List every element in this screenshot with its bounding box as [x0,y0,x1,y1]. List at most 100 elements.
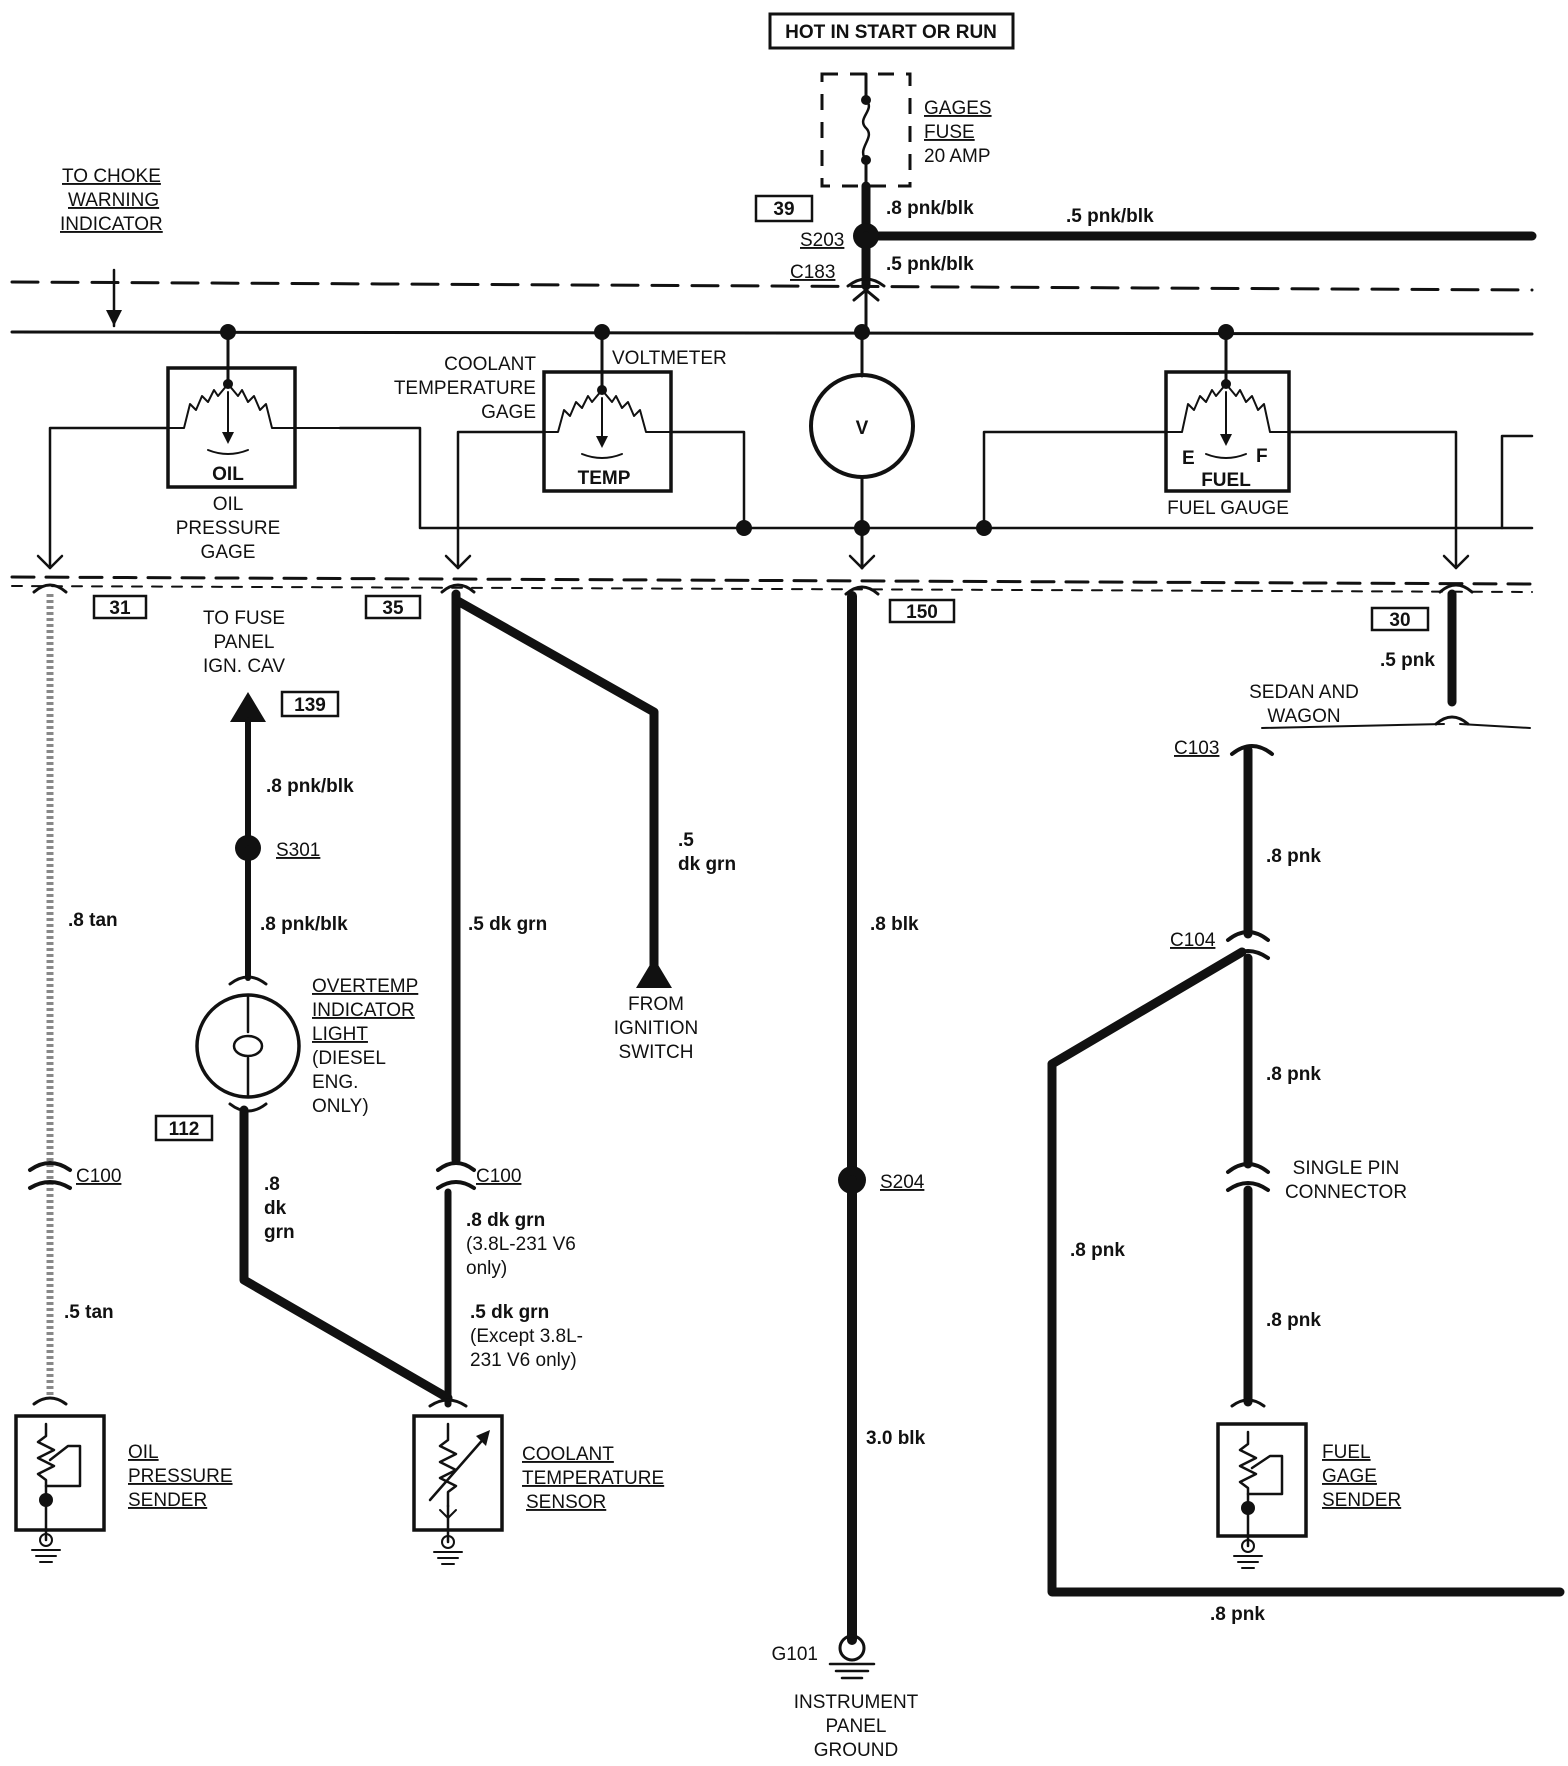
fuel-extra-wire [1500,434,1534,530]
circuit-112-label: 112 [169,1119,200,1140]
wire-dkgrn-8-label-3: grn [264,1222,295,1243]
wire-blk8-label: .8 blk [870,914,919,935]
fuse-panel-label-1: TO FUSE [203,608,285,629]
wire-blk30-label: 3.0 blk [866,1428,926,1449]
choke-arrow-head [106,310,122,326]
oil-sender-label-1: OIL [128,1442,159,1463]
overtemp-label-3: LIGHT [312,1024,368,1045]
fuel-gage-left-wire [982,430,1168,530]
coolant-gage-right-wire [669,430,746,530]
fuel-gage-scale [1205,453,1247,459]
circuit-31-box [92,594,148,620]
circuit-139-label: 139 [294,695,326,716]
fuel-gage-coil-right [1225,383,1290,433]
coolant-gage-coil-left [543,389,603,433]
wire-dkgrn-8-label-1: .8 [264,1174,280,1195]
choke-label-1: TO CHOKE [62,166,161,187]
fuel-sender-label-3: SENDER [1322,1490,1401,1511]
wire-dkgrn-38-note-2: only) [466,1258,507,1279]
ground-g101-symbol [838,1634,866,1662]
circuit-112-box [154,1114,214,1142]
splice-s301-label: S301 [276,840,320,861]
choke-label-3: INDICATOR [60,214,163,235]
wire-pnk-c104-loop [1047,947,1565,1597]
fuel-sender-label-1: FUEL [1322,1442,1371,1463]
oil-gage-coil-right [227,383,341,429]
sedan-wagon-label-1: SEDAN AND [1249,682,1359,703]
wire-dkgrn-5-label: .5 dk grn [468,914,547,935]
ground-label-3: GROUND [814,1740,898,1761]
wire-dkgrn-38-label: .8 dk grn [466,1210,545,1231]
oil-gage-needle-head [222,432,234,444]
fuel-sender-top-terminal [1230,1398,1266,1408]
wire-ign-label-2: dk grn [678,854,736,875]
coolant-sensor-resistor [438,1422,458,1508]
coolant-gage-left-wire [456,430,546,570]
coolant-sensor-ground-symbol [441,1535,455,1549]
oil-sender-label-3: SENDER [128,1490,207,1511]
oil-sender-wiper [44,1444,82,1488]
sedan-wagon-connector-symbol [1434,715,1470,726]
wire-pnk-c103-label: .8 pnk [1266,846,1321,867]
coolant-gage-needle-head [596,436,608,448]
hot-in-start-or-run-label: HOT IN START OR RUN [785,22,997,43]
fuel-gage-needle-head [1220,434,1232,446]
wire-s301-bottom-label: .8 pnk/blk [260,914,348,935]
connector-30-arrow [1442,554,1470,570]
wire-pnk-left-label: .8 pnk [1070,1240,1125,1261]
fuel-gage-full-label: F [1256,446,1268,467]
coolant-sensor-variable-arrow [428,1434,488,1502]
coolant-temperature-sensor-box [412,1414,504,1532]
ignition-switch-arrow [636,958,672,988]
overtemp-label-6: ONLY) [312,1096,369,1117]
coolant-sensor-label-2: TEMPERATURE [522,1468,664,1489]
coolant-gage-face-label: TEMP [578,468,631,489]
wire-dkgrn-lamp-to-sensor [239,1105,453,1403]
gages-fuse-name-2: FUSE [924,122,975,143]
connector-31-symbol [32,583,68,594]
overtemp-label-1: OVERTEMP [312,976,418,997]
fuel-sender-ground-lines [1233,1555,1263,1569]
circuit-30-box [1370,606,1430,632]
circuit-35-label: 35 [382,598,404,619]
circuit-39-box [754,194,814,223]
coolant-gage-coil-right [601,389,672,433]
wire-c183-label: .5 pnk/blk [886,254,974,275]
oil-gage-name-2: PRESSURE [176,518,281,539]
connector-30-symbol [1438,583,1474,594]
connector-c103-symbol [1230,744,1274,756]
wire-tan-top-label: .8 tan [68,910,118,931]
voltmeter-face-label: V [856,418,869,439]
oil-gage-face-label: OIL [212,464,244,485]
cluster-bus-line [10,330,1534,336]
ground-label-2: PANEL [826,1716,887,1737]
cluster-bottom-dashed-boundary-1 [10,575,1534,586]
voltmeter-label: VOLTMETER [612,348,727,369]
overtemp-label-4: (DIESEL [312,1048,386,1069]
connector-35-arrow [444,554,472,570]
hot-in-start-or-run-box [768,12,1015,50]
oil-gage-scale [207,449,249,455]
oil-gage-name-3: GAGE [201,542,256,563]
voltmeter-return-junction [854,520,870,536]
splice-s204-label: S204 [880,1172,925,1193]
coolant-return-junction [736,520,752,536]
overtemp-label-5: ENG. [312,1072,358,1093]
sedan-wagon-label-2: WAGON [1267,706,1340,727]
fuel-gauge-name: FUEL GAUGE [1167,498,1289,519]
coolant-gage-name-2: TEMPERATURE [394,378,536,399]
ground-g101-lines [828,1662,876,1680]
cluster-top-dashed-boundary [10,280,1534,292]
ignition-label-1: FROM [628,994,684,1015]
wire-pnk-bottom-label: .8 pnk [1210,1604,1265,1625]
oil-sender-label-2: PRESSURE [128,1466,233,1487]
circuit-139-box [280,690,340,718]
wire-top-right-label: .5 pnk/blk [1066,206,1154,227]
wire-dkgrn-except-note-2: 231 V6 only) [470,1350,577,1371]
connector-c100-mid-symbol [436,1161,476,1190]
fuse-panel-label-2: PANEL [214,632,275,653]
circuit-150-box [888,598,956,624]
connector-c104-label: C104 [1170,930,1216,951]
connector-31-arrow [36,554,64,570]
